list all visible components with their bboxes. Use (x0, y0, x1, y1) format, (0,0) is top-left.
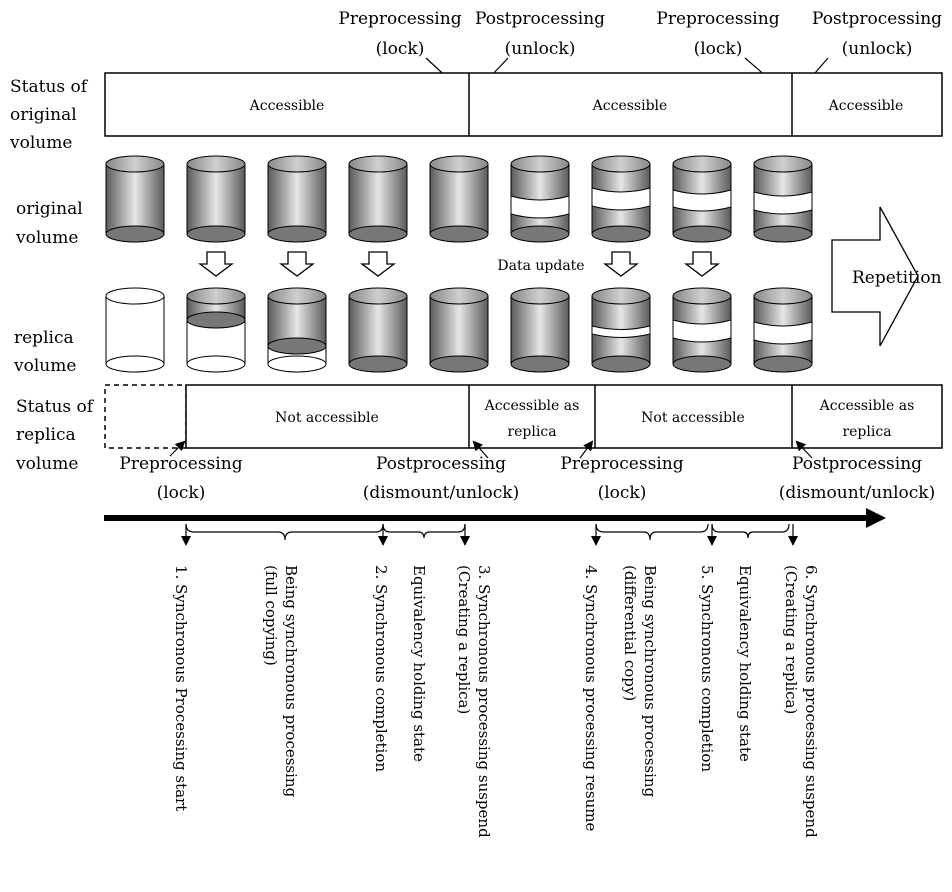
timeline-label-7: (Creating a replica) (455, 565, 473, 714)
top-annotation-3-line2: (lock) (694, 39, 743, 59)
replica-volume-label-line1: replica (14, 328, 74, 348)
timeline-label-13: 6. Synchronous processing suspend (802, 565, 820, 838)
bottom-annotation-2: Postprocessing (dismount/unlock) (363, 454, 520, 503)
top-annotation-1-line1: Preprocessing (338, 9, 461, 29)
original-status-label-line1: Status of (10, 77, 89, 97)
bottom-annotation-1-line1: Preprocessing (119, 454, 242, 474)
data-update-label: Data update (497, 258, 584, 274)
copy-arrow-icon (684, 251, 720, 277)
bottom-annotation-4-line2: (dismount/unlock) (779, 483, 936, 503)
bottom-annotation-2-line2: (dismount/unlock) (363, 483, 520, 503)
copy-arrow-icon (279, 251, 315, 277)
replica-cylinder-4-full (348, 287, 408, 373)
top-annotation-3: Preprocessing (lock) (656, 9, 779, 59)
original-cylinder-2 (186, 155, 246, 243)
timeline-label-11: 5. Synchronous completion (698, 565, 716, 772)
replica-cylinder-6-full (510, 287, 570, 373)
replica-cylinder-8-diff (672, 287, 732, 373)
original-volume-label: original volume (15, 199, 83, 248)
replica-status-label-line3: volume (15, 454, 78, 474)
bottom-pointer-arrows (169, 440, 813, 459)
replica-volume-label: replica volume (13, 328, 76, 376)
top-annotation-2-line1: Postprocessing (475, 9, 605, 29)
timeline-label-3: (full copying) (262, 565, 280, 666)
bottom-annotation-4-line1: Postprocessing (792, 454, 922, 474)
top-annotation-4: Postprocessing (unlock) (812, 9, 942, 59)
replica-status-segment-2-line2: replica (507, 424, 556, 440)
replica-status-label-line1: Status of (16, 397, 95, 417)
copy-arrow-icon (360, 251, 396, 277)
timeline-label-12: Equivalency holding state (736, 565, 754, 762)
replica-cylinder-1-empty (105, 287, 165, 373)
replica-status-segment-4-line2: replica (842, 424, 891, 440)
timeline-braces (185, 523, 790, 541)
replica-cylinder-5-full (429, 287, 489, 373)
replica-status-segment-1: Not accessible (275, 410, 379, 426)
original-volume-label-line2: volume (15, 228, 78, 248)
top-annotation-1: Preprocessing (lock) (338, 9, 461, 59)
copy-arrow-icon (603, 251, 639, 277)
bottom-annotation-1: Preprocessing (lock) (119, 454, 242, 503)
replica-status-bar: Not accessible Accessible as replica Not… (104, 384, 943, 449)
timeline-label-9: Being synchronous processing (641, 565, 659, 798)
bottom-annotation-3: Preprocessing (lock) (560, 454, 683, 503)
top-annotation-4-line1: Postprocessing (812, 9, 942, 29)
timeline-label-14: (Creating a replica) (782, 565, 800, 714)
replica-volume-label-line2: volume (13, 356, 76, 376)
original-status-segment-3: Accessible (828, 98, 904, 114)
top-annotation-1-line2: (lock) (376, 39, 425, 59)
original-volume-label-line1: original (16, 199, 83, 219)
bottom-annotation-1-line2: (lock) (157, 483, 206, 503)
timeline-labels: 1. Synchronous Processing start Being sy… (172, 565, 820, 838)
original-cylinder-8-updated (672, 155, 732, 243)
original-status-segment-2: Accessible (592, 98, 668, 114)
timeline-label-2: Being synchronous processing (282, 565, 300, 798)
original-cylinder-1 (105, 155, 165, 243)
timeline-label-6: 3. Synchronous processing suspend (475, 565, 493, 838)
timeline-label-8: 4. Synchronous processing resume (582, 565, 600, 832)
timeline-axis (104, 508, 886, 528)
top-annotation-2-line2: (unlock) (505, 39, 576, 59)
original-cylinder-9-updated (753, 155, 813, 243)
original-status-bar: Accessible Accessible Accessible (104, 72, 943, 137)
original-status-label-line2: original (10, 105, 77, 125)
replica-status-segment-3: Not accessible (641, 410, 745, 426)
repetition-arrow: Repetition (831, 206, 942, 347)
original-status-label-line3: volume (9, 133, 72, 153)
replica-cylinder-2-partial (186, 287, 246, 373)
bottom-annotation-2-line1: Postprocessing (376, 454, 506, 474)
original-cylinder-4 (348, 155, 408, 243)
timeline-event-ticks (181, 524, 798, 546)
replica-status-segment-4-line1: Accessible as (819, 398, 915, 414)
timeline-label-1: 1. Synchronous Processing start (172, 565, 190, 811)
replica-cylinder-3-partial (267, 287, 327, 373)
bottom-annotation-4: Postprocessing (dismount/unlock) (779, 454, 936, 503)
original-cylinder-7-updated (591, 155, 651, 243)
original-cylinder-5 (429, 155, 489, 243)
replica-cylinder-7-diff (591, 287, 651, 373)
timeline-label-5: Equivalency holding state (410, 565, 428, 762)
original-cylinder-6-updated (510, 155, 570, 243)
timeline-label-4: 2. Synchronous completion (372, 565, 390, 772)
repetition-label: Repetition (852, 268, 942, 288)
replica-status-label-line2: replica (16, 425, 76, 445)
timeline-label-10: (differential copy) (621, 565, 639, 701)
copy-arrows (198, 251, 720, 277)
bottom-annotation-3-line1: Preprocessing (560, 454, 683, 474)
replica-cylinder-9-diff (753, 287, 813, 373)
replica-status-label: Status of replica volume (15, 397, 95, 474)
original-status-label: Status of original volume (9, 77, 89, 153)
bottom-annotation-3-line2: (lock) (598, 483, 647, 503)
original-status-segment-1: Accessible (249, 98, 325, 114)
original-cylinder-3 (267, 155, 327, 243)
top-annotation-2: Postprocessing (unlock) (475, 9, 605, 59)
copy-arrow-icon (198, 251, 234, 277)
top-annotation-4-line2: (unlock) (842, 39, 913, 59)
top-annotation-3-line1: Preprocessing (656, 9, 779, 29)
replica-status-segment-2-line1: Accessible as (484, 398, 580, 414)
